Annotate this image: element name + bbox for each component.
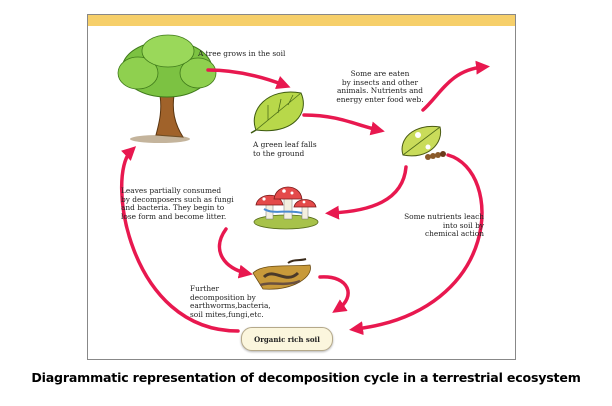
cycle-arrows xyxy=(119,60,490,336)
green-leaf-illustration xyxy=(250,91,304,134)
label-some-eaten: Some are eaten by insects and other anim… xyxy=(336,69,424,104)
eaten-leaf-illustration xyxy=(401,125,442,157)
label-leaves-consumed: Leaves partially consumed by decomposers… xyxy=(121,186,234,221)
organic-soil-box: Organic rich soil xyxy=(241,327,333,351)
decomposition-cycle-art xyxy=(117,34,490,336)
label-leaf-falls: A green leaf falls to the ground xyxy=(253,140,317,158)
arrow-leaf-to-eaten-leaf xyxy=(302,113,385,136)
diagram-frame: A tree grows in the soil Some are eaten … xyxy=(87,14,516,360)
tree-illustration xyxy=(117,34,217,143)
header-bar xyxy=(88,15,515,26)
caterpillar-illustration xyxy=(425,151,446,160)
arrow-soil-to-tree xyxy=(119,146,240,333)
earthworms-illustration xyxy=(252,258,311,290)
label-further-decomposition: Further decomposition by earthworms,bact… xyxy=(190,284,271,319)
label-tree-grows: A tree grows in the soil xyxy=(198,49,286,58)
arrow-litter-to-worms xyxy=(217,227,253,279)
arrow-worms-to-soil xyxy=(318,275,350,313)
label-nutrients-leach: Some nutrients leach into soil by chemic… xyxy=(404,212,484,239)
fungi-litter-illustration xyxy=(253,186,319,230)
arrow-to-food-web xyxy=(421,60,490,112)
arrow-leach-to-soil xyxy=(349,153,484,336)
arrow-to-litter xyxy=(325,165,408,220)
figure-caption: Diagrammatic representation of decomposi… xyxy=(31,370,581,385)
arrow-tree-to-leaf xyxy=(206,68,291,90)
